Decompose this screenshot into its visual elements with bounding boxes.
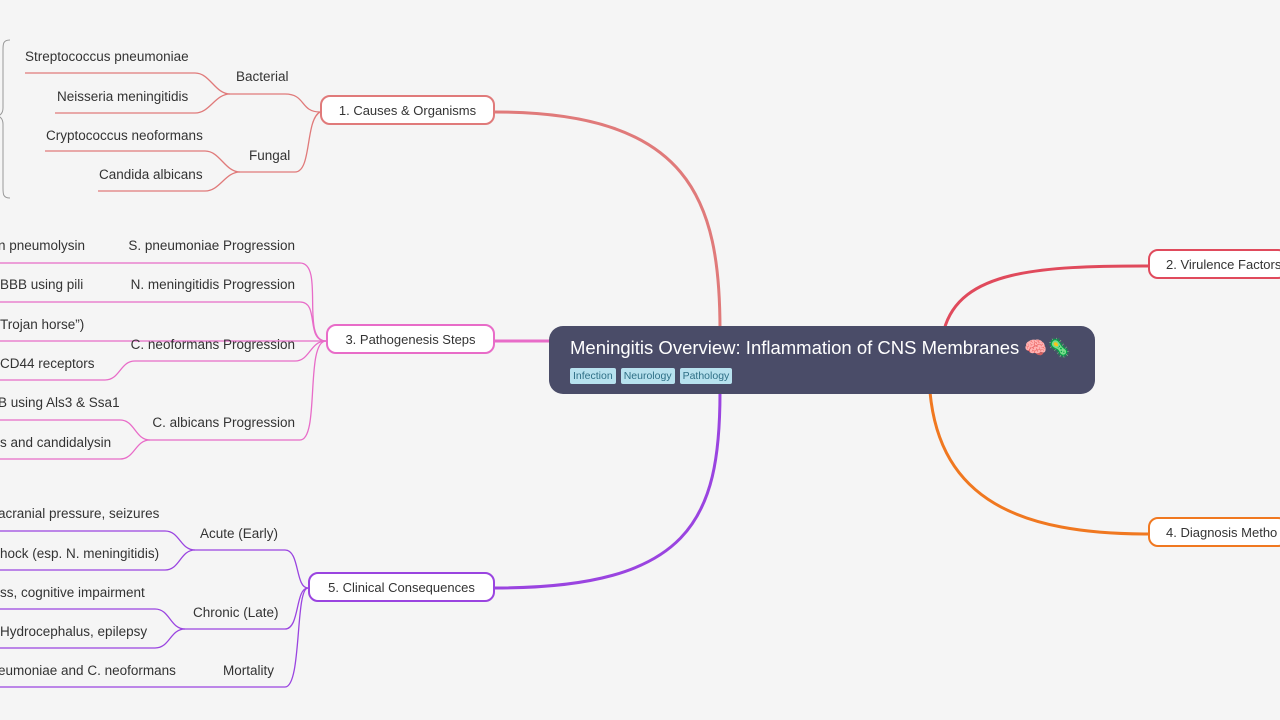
topic-cognitive[interactable]: ss, cognitive impairment xyxy=(0,585,145,600)
branch-virulence[interactable]: 2. Virulence Factors xyxy=(1148,249,1280,279)
topic-pneumolysin[interactable]: n pneumolysin xyxy=(0,238,86,253)
pathogenesis-subtree xyxy=(0,262,327,460)
link-central-diagnosis xyxy=(928,391,1149,536)
topic-strep-pneumoniae[interactable]: Streptococcus pneumoniae xyxy=(25,49,189,64)
topic-intracranial-pressure[interactable]: acranial pressure, seizures xyxy=(0,506,160,521)
causes-subtree xyxy=(25,72,321,192)
topic-cd44[interactable]: CD44 receptors xyxy=(0,356,95,371)
topic-fungal[interactable]: Fungal xyxy=(249,148,291,163)
topic-neisseria[interactable]: Neisseria meningitidis xyxy=(57,89,189,104)
topic-bacterial[interactable]: Bacterial xyxy=(236,69,289,84)
pathogenesis-link-cneo xyxy=(135,340,327,362)
topic-chronic[interactable]: Chronic (Late) xyxy=(193,605,279,620)
branch-clinical[interactable]: 5. Clinical Consequences xyxy=(308,572,495,602)
topic-mortality[interactable]: Mortality xyxy=(223,663,275,678)
topic-shock[interactable]: hock (esp. N. meningitidis) xyxy=(0,546,160,561)
topic-candida[interactable]: Candida albicans xyxy=(99,167,203,182)
branch-pathogenesis[interactable]: 3. Pathogenesis Steps xyxy=(326,324,495,354)
tag-list: Infection Neurology Pathology xyxy=(570,368,1095,384)
link-central-virulence xyxy=(942,264,1149,331)
branch-causes[interactable]: 1. Causes & Organisms xyxy=(320,95,495,125)
topic-c-neoformans-progression[interactable]: C. neoformans Progression xyxy=(130,337,295,352)
link-central-clinical xyxy=(494,391,722,590)
summary-brace xyxy=(0,39,11,199)
topic-mortality-organisms[interactable]: eumoniae and C. neoformans xyxy=(0,663,176,678)
topic-s-pneumoniae-progression[interactable]: S. pneumoniae Progression xyxy=(128,238,295,253)
tag-infection[interactable]: Infection xyxy=(570,368,616,384)
tag-neurology[interactable]: Neurology xyxy=(620,368,675,384)
topic-bbb-pili[interactable]: BBB using pili xyxy=(0,277,84,292)
topic-n-meningitidis-progression[interactable]: N. meningitidis Progression xyxy=(130,277,295,292)
topic-cryptococcus[interactable]: Cryptococcus neoformans xyxy=(46,128,203,143)
topic-acute[interactable]: Acute (Early) xyxy=(200,526,279,541)
clinical-subtree xyxy=(0,530,309,688)
tag-pathology[interactable]: Pathology xyxy=(679,368,733,384)
branch-diagnosis[interactable]: 4. Diagnosis Metho xyxy=(1148,517,1280,547)
topic-c-albicans-progression[interactable]: C. albicans Progression xyxy=(152,415,295,430)
link-central-causes xyxy=(494,110,722,331)
topic-als3[interactable]: B using Als3 & Ssa1 xyxy=(0,395,120,410)
topic-candidalysin[interactable]: s and candidalysin xyxy=(0,435,112,450)
topic-trojan-horse[interactable]: Trojan horse”) xyxy=(0,317,85,332)
central-topic[interactable]: Meningitis Overview: Inflammation of CNS… xyxy=(549,326,1095,394)
topic-hydrocephalus[interactable]: Hydrocephalus, epilepsy xyxy=(0,624,148,639)
central-title: Meningitis Overview: Inflammation of CNS… xyxy=(570,337,1071,358)
